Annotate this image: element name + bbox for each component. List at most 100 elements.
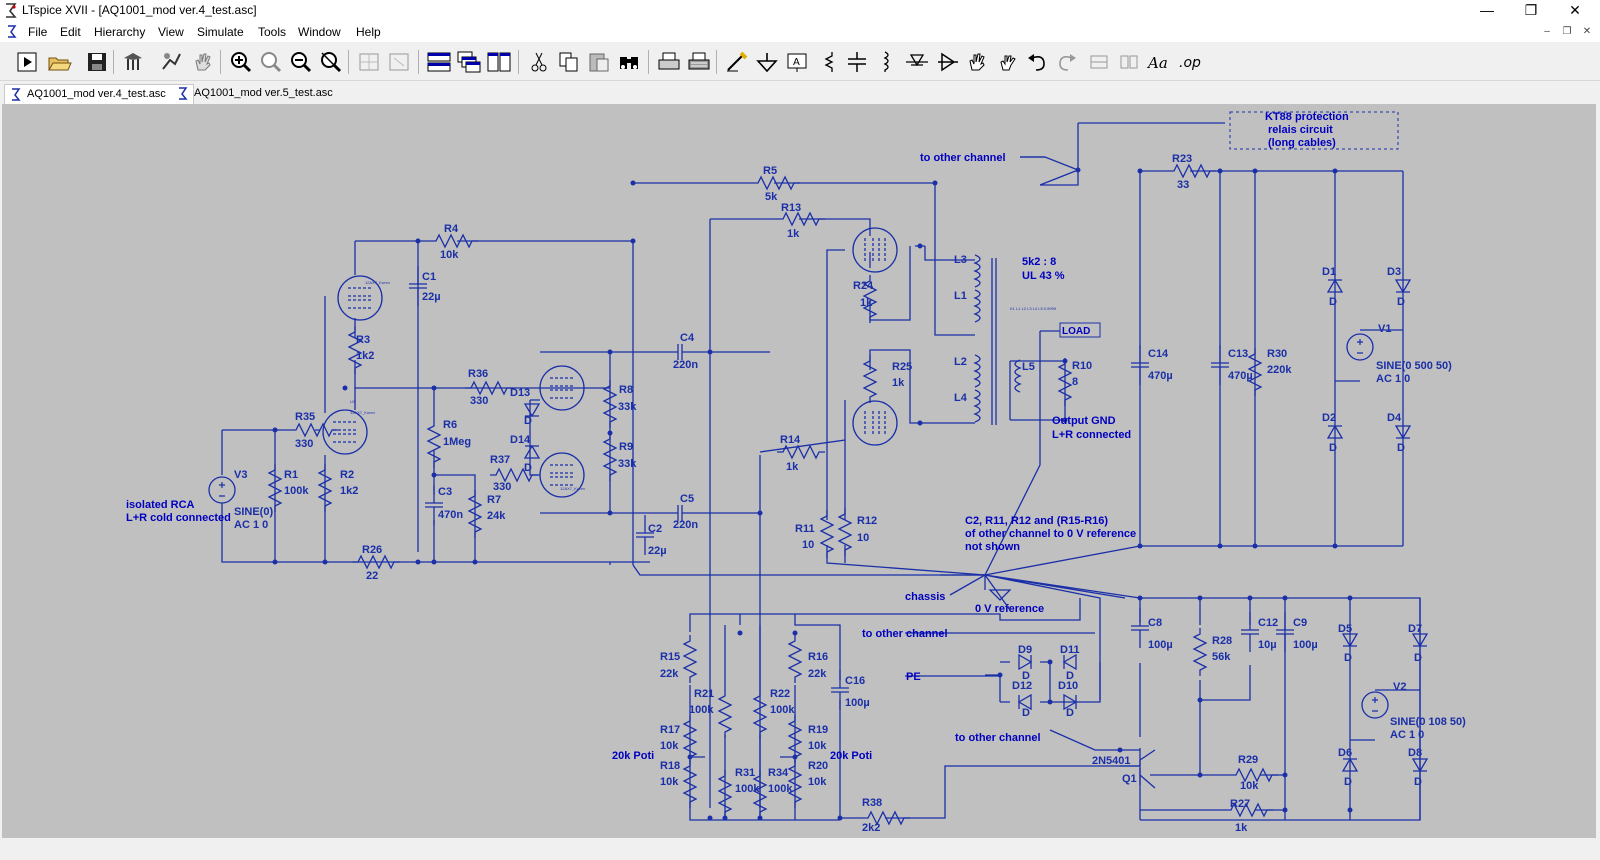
value-d6: D — [1344, 776, 1352, 788]
kt88-note-line2: relais circuit — [1268, 124, 1333, 136]
value-c9: 100µ — [1293, 639, 1318, 651]
label-r13: R13 — [781, 202, 801, 214]
tab-ver5[interactable]: AQ1001_mod ver.5_test.asc — [172, 84, 360, 103]
inductor-icon[interactable] — [874, 50, 900, 74]
value-r13: 1k — [787, 228, 800, 240]
paste-icon[interactable] — [586, 50, 612, 74]
mirror-icon[interactable] — [1116, 50, 1142, 74]
label-c9: C9 — [1293, 617, 1307, 629]
diode-icon[interactable] — [904, 50, 930, 74]
menu-window[interactable]: Window — [298, 25, 341, 39]
value-r10: 8 — [1072, 376, 1078, 388]
maximize-button[interactable]: ❐ — [1524, 2, 1538, 18]
label-d2: D2 — [1322, 412, 1336, 424]
fit-icon[interactable] — [386, 50, 412, 74]
schematic-drawing: R4 10k R5 5k R13 1k R23 33 R3 1k2 R36 33… — [126, 111, 1466, 834]
label-d9: D9 — [1018, 644, 1032, 656]
vertical-scrollbar[interactable] — [1596, 104, 1600, 838]
value-r15: 22k — [660, 668, 679, 680]
schematic-canvas[interactable]: R4 10k R5 5k R13 1k R23 33 R3 1k2 R36 33… — [2, 104, 1596, 838]
value-c2: 22µ — [648, 545, 667, 557]
label-r38: R38 — [862, 797, 882, 809]
label-l1: L1 — [954, 290, 967, 302]
component-icon[interactable] — [934, 50, 960, 74]
zoom-in-icon[interactable] — [228, 50, 254, 74]
label-c2: C2 — [648, 523, 662, 535]
output-gnd-line1: Output GND — [1052, 415, 1116, 427]
value-r22: 100k — [770, 704, 795, 716]
menu-tools[interactable]: Tools — [258, 25, 287, 39]
pan-icon[interactable] — [190, 50, 216, 74]
value-v1-sine: SINE(0 500 50) — [1376, 360, 1452, 372]
redo-icon[interactable] — [1054, 50, 1080, 74]
label-r18: R18 — [660, 760, 680, 772]
value-r18: 10k — [660, 776, 679, 788]
capacitor-icon[interactable] — [844, 50, 870, 74]
print-icon[interactable] — [656, 50, 682, 74]
zoom-out-icon[interactable] — [288, 50, 314, 74]
label-d13: D13 — [510, 387, 530, 399]
cut-icon[interactable] — [526, 50, 552, 74]
move-icon[interactable] — [964, 50, 990, 74]
autorange-icon[interactable] — [356, 50, 382, 74]
mdi-minimize-button[interactable]: – — [1544, 26, 1550, 37]
find-icon[interactable] — [616, 50, 642, 74]
menu-bar: File Edit Hierarchy View Simulate Tools … — [0, 22, 1600, 42]
tube-ref-label: U1 — [350, 399, 356, 404]
tile-vertical-icon[interactable] — [486, 50, 512, 74]
value-d5: D — [1344, 652, 1352, 664]
spice-directive-icon[interactable]: .op — [1178, 50, 1204, 74]
drag-icon[interactable] — [994, 50, 1020, 74]
label-c13: C13 — [1228, 348, 1248, 360]
output-gnd-line2: L+R connected — [1052, 429, 1131, 441]
mdi-restore-button[interactable]: ❐ — [1562, 26, 1572, 37]
label-d6: D6 — [1338, 747, 1352, 759]
tile-horizontal-icon[interactable] — [426, 50, 452, 74]
rotate-icon[interactable] — [1086, 50, 1112, 74]
label-l3: L3 — [954, 254, 967, 266]
menu-edit[interactable]: Edit — [60, 25, 81, 39]
label-icon[interactable]: A — [784, 50, 810, 74]
kt88-note-line1: KT88 protection — [1265, 111, 1349, 123]
to-other-channel-1: to other channel — [920, 152, 1006, 164]
open-icon[interactable] — [46, 50, 72, 74]
print-setup-icon[interactable] — [686, 50, 712, 74]
coupling-directive: K1 L1 L2 L3 L4 L5 0.9999 — [1010, 306, 1057, 311]
label-l4: L4 — [954, 392, 968, 404]
zoom-full-icon[interactable] — [258, 50, 284, 74]
menu-help[interactable]: Help — [356, 25, 381, 39]
cascade-icon[interactable] — [456, 50, 482, 74]
save-icon[interactable] — [84, 50, 110, 74]
value-r36: 330 — [470, 395, 488, 407]
value-c1: 22µ — [422, 291, 441, 303]
value-r14: 1k — [786, 461, 799, 473]
close-button[interactable]: ✕ — [1569, 2, 1581, 18]
mdi-close-button[interactable]: ✕ — [1582, 26, 1592, 37]
label-d3: D3 — [1387, 266, 1401, 278]
document-tabs: AQ1001_mod ver.4_test.asc AQ1001_mod ver… — [0, 82, 1600, 104]
ground-icon[interactable] — [754, 50, 780, 74]
copy-icon[interactable] — [556, 50, 582, 74]
wire-icon[interactable] — [724, 50, 750, 74]
menu-hierarchy[interactable]: Hierarchy — [94, 25, 146, 39]
label-d10: D10 — [1058, 680, 1078, 692]
to-other-channel-2: to other channel — [862, 628, 948, 640]
minimize-button[interactable]: — — [1480, 2, 1494, 18]
menu-simulate[interactable]: Simulate — [197, 25, 244, 39]
value-r30: 220k — [1267, 364, 1292, 376]
halt-icon[interactable] — [158, 50, 184, 74]
undo-icon[interactable] — [1024, 50, 1050, 74]
text-icon[interactable]: Aa — [1146, 50, 1172, 74]
tab-ver4[interactable]: AQ1001_mod ver.4_test.asc — [4, 84, 194, 104]
menu-file[interactable]: File — [28, 25, 48, 39]
label-r5: R5 — [763, 165, 777, 177]
title-bar: LTspice XVII - [AQ1001_mod ver.4_test.as… — [0, 0, 1600, 22]
resistor-icon[interactable] — [814, 50, 840, 74]
control-panel-icon[interactable] — [120, 50, 146, 74]
menu-view[interactable]: View — [158, 25, 184, 39]
run-icon[interactable] — [14, 50, 40, 74]
zoom-cancel-icon[interactable] — [318, 50, 344, 74]
toolbar: A Aa .op — [0, 44, 1600, 81]
label-v3: V3 — [234, 469, 247, 481]
value-d4: D — [1397, 442, 1405, 454]
